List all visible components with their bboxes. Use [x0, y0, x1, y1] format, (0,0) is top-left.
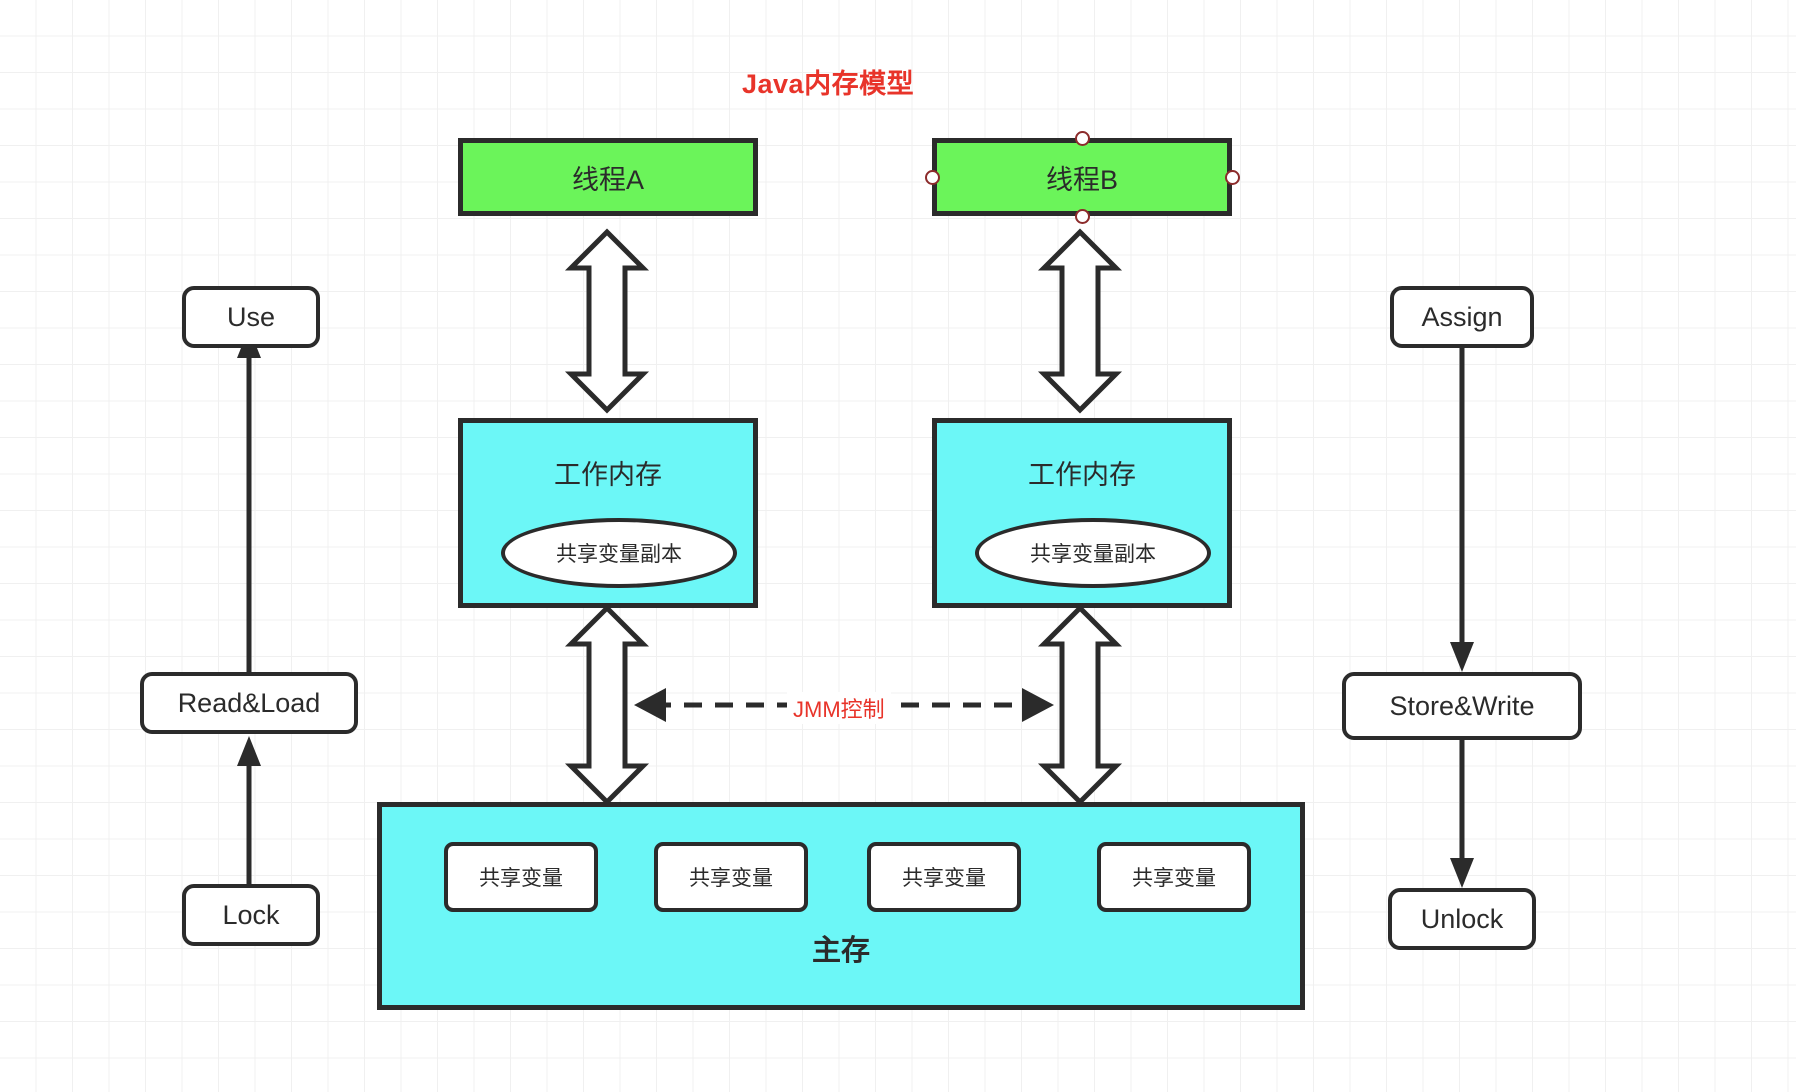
op-assign-label: Assign: [1421, 301, 1503, 332]
shared-var-copy-b: 共享变量副本: [975, 518, 1211, 588]
working-memory-b-label: 工作内存: [1028, 460, 1136, 490]
thread-b-label: 线程B: [1045, 164, 1118, 195]
selection-handle-bottom[interactable]: [1075, 209, 1090, 224]
block-arrow-wm-b-to-main-memory: [1037, 604, 1123, 806]
shared-var-copy-a: 共享变量副本: [501, 518, 737, 588]
op-store-write-label: Store&Write: [1389, 690, 1535, 721]
jmm-control-label: JMM控制: [787, 692, 891, 724]
op-use-label: Use: [226, 301, 275, 332]
op-lock-label: Lock: [222, 899, 280, 930]
op-assign-box[interactable]: Assign: [1390, 286, 1534, 348]
op-lock-box[interactable]: Lock: [182, 884, 320, 946]
selection-handle-left[interactable]: [925, 170, 940, 185]
jmm-arrowhead-right: [1022, 688, 1054, 722]
block-arrow-thread-a-to-wm-a: [564, 228, 650, 414]
working-memory-a-box[interactable]: 工作内存 共享变量副本: [458, 418, 758, 608]
selection-handle-top[interactable]: [1075, 131, 1090, 146]
thread-a-label: 线程A: [571, 164, 644, 195]
jmm-arrowhead-left: [634, 688, 666, 722]
op-unlock-label: Unlock: [1420, 903, 1504, 934]
main-memory-label: 主存: [811, 935, 870, 967]
working-memory-a-label: 工作内存: [554, 460, 662, 490]
op-read-load-box[interactable]: Read&Load: [140, 672, 358, 734]
arrowhead-readload: [237, 736, 261, 766]
block-arrow-thread-b-to-wm-b: [1037, 228, 1123, 414]
arrowhead-storewrite: [1450, 642, 1474, 672]
shared-variable-3[interactable]: 共享变量: [867, 842, 1021, 912]
op-store-write-box[interactable]: Store&Write: [1342, 672, 1582, 740]
block-arrow-wm-a-to-main-memory: [564, 604, 650, 806]
main-memory-box[interactable]: 共享变量 共享变量 共享变量 共享变量 主存: [377, 802, 1305, 1010]
thread-b-box[interactable]: 线程B: [932, 138, 1232, 216]
op-unlock-box[interactable]: Unlock: [1388, 888, 1536, 950]
thread-a-box[interactable]: 线程A: [458, 138, 758, 216]
arrowhead-unlock: [1450, 858, 1474, 888]
selection-handle-right[interactable]: [1225, 170, 1240, 185]
shared-variable-4[interactable]: 共享变量: [1097, 842, 1251, 912]
op-use-box[interactable]: Use: [182, 286, 320, 348]
page-title: Java内存模型: [742, 69, 915, 99]
op-read-load-label: Read&Load: [177, 687, 321, 718]
working-memory-b-box[interactable]: 工作内存 共享变量副本: [932, 418, 1232, 608]
shared-variable-1[interactable]: 共享变量: [444, 842, 598, 912]
shared-variable-2[interactable]: 共享变量: [654, 842, 808, 912]
